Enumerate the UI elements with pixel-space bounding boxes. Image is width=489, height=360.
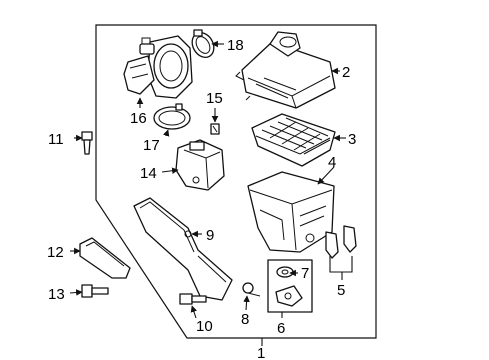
part-5-clips [325, 225, 357, 259]
callout-18: 18 [227, 37, 244, 54]
part-11-screw [81, 131, 93, 155]
assembly-outline [95, 24, 377, 339]
callout-16: 16 [130, 110, 147, 127]
callout-15: 15 [206, 90, 223, 107]
callout-7: 7 [301, 265, 309, 282]
callout-13: 13 [48, 286, 65, 303]
part-17-clamp [153, 103, 191, 130]
leader-lines [69, 40, 353, 319]
callout-10: 10 [196, 318, 213, 335]
part-13-bolt [81, 284, 109, 298]
part-9-inlet-duct [133, 197, 233, 301]
part-15-bolt [210, 123, 220, 135]
part-14-resonator [175, 139, 225, 191]
callout-2: 2 [342, 64, 350, 81]
callout-labels: 1 2 3 4 5 6 7 8 9 10 11 12 13 14 15 16 1… [47, 37, 356, 360]
part-2-upper-cover [235, 31, 336, 109]
part-16-outlet-duct [123, 35, 193, 99]
part-18-clamp [191, 29, 215, 58]
callout-5: 5 [337, 282, 345, 299]
part-8-pin [242, 282, 261, 297]
callout-1: 1 [257, 345, 265, 360]
callout-8: 8 [241, 311, 249, 328]
callout-9: 9 [206, 227, 214, 244]
callout-6: 6 [277, 320, 285, 337]
callout-11: 11 [48, 131, 64, 148]
callout-14: 14 [140, 165, 157, 182]
callout-12: 12 [47, 244, 64, 261]
part-3-filter-element [251, 113, 336, 167]
part-12-snorkel [79, 237, 131, 279]
callout-17: 17 [143, 137, 160, 154]
part-4-lower-housing [247, 171, 335, 253]
part-6-mount-kit [267, 259, 313, 313]
callout-4: 4 [328, 154, 336, 171]
part-10-bolt [179, 293, 207, 305]
callout-3: 3 [348, 131, 356, 148]
